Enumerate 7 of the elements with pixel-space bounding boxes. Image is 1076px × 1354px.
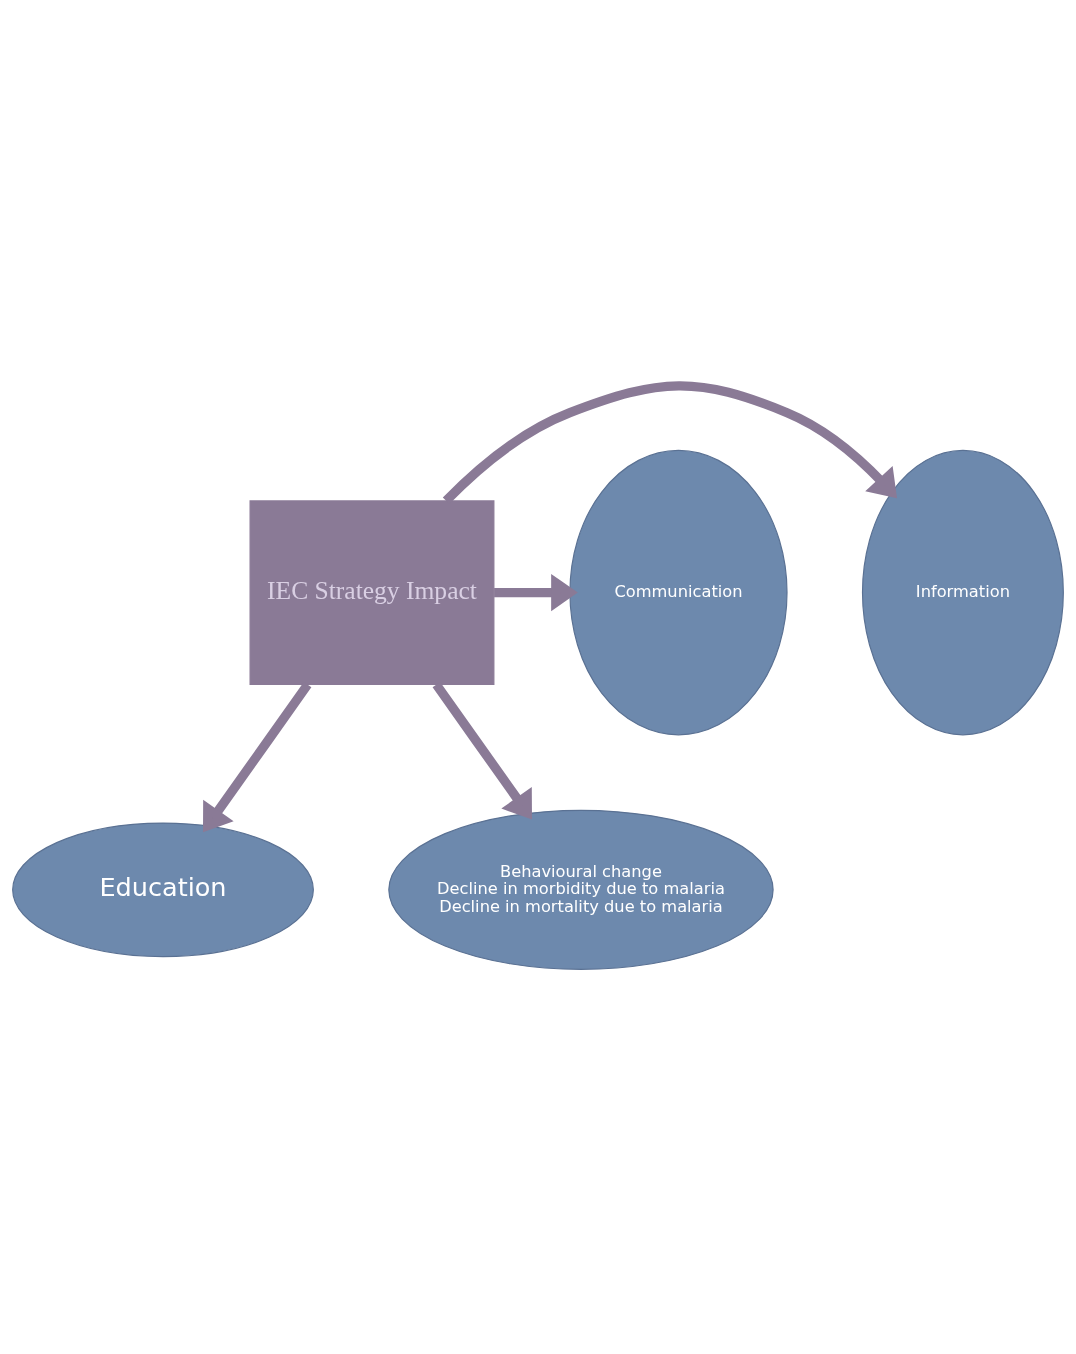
node-ellipse: Communication [569,449,788,735]
node-ellipse: Information [861,449,1064,735]
node-ellipse: Education [12,822,314,957]
arrow [494,573,578,611]
node-ellipse: Behavioural change Decline in morbidity due to malaria Decline in mortality due to malaria [388,809,774,970]
arrow [442,380,898,504]
node-box: IEC Strategy Impact [249,499,495,685]
